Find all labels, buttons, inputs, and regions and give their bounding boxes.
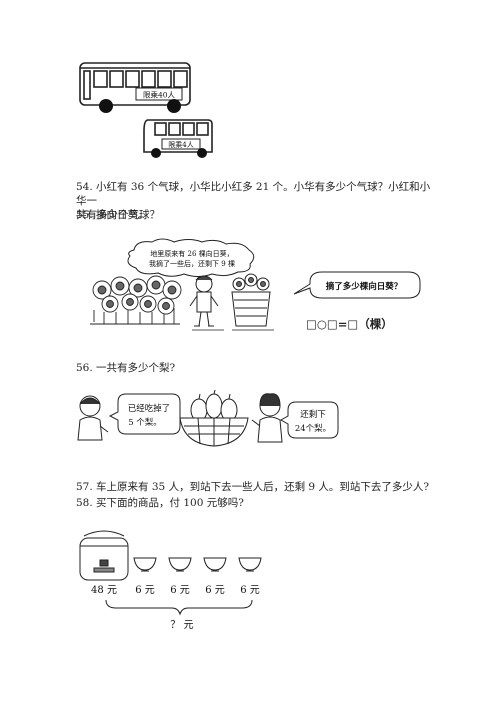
question-bubble-text: 摘了多少棵向日葵？ bbox=[326, 281, 403, 292]
question-54-line1: 54. 小红有 36 个气球，小华比小红多 21 个。小华有多少个气球？小红和小… bbox=[76, 181, 431, 207]
small-bus-sign: 限乘4人 bbox=[168, 140, 193, 149]
pear-illustration: 已经吃掉了 5 个梨。 还剩下 24个梨。 bbox=[77, 390, 339, 447]
total-price: ？ 元 bbox=[170, 620, 193, 631]
sunflower-basket bbox=[231, 273, 271, 327]
pear-basket bbox=[179, 390, 249, 447]
right-bubble-line2: 24个梨。 bbox=[295, 423, 331, 434]
right-speech-bubble bbox=[279, 401, 339, 439]
sunflower-illustration: 地里原来有 26 棵向日葵， 我摘了一些后，还剩下 9 棵 摘了多少棵向日葵？ bbox=[90, 238, 421, 331]
big-bus-wheel-front bbox=[99, 99, 113, 113]
total-brace bbox=[105, 599, 253, 616]
right-child bbox=[251, 393, 283, 443]
right-bubble-line1: 还剩下 bbox=[300, 409, 326, 420]
left-bubble-line2: 5 个梨。 bbox=[128, 417, 162, 428]
left-speech-bubble bbox=[108, 393, 181, 435]
cooker-price: 48 元 bbox=[91, 585, 117, 596]
boy-figure bbox=[189, 275, 219, 327]
big-bus-wheel-rear bbox=[167, 99, 181, 113]
big-bus-sign: 限乘40人 bbox=[143, 90, 176, 100]
question-bubble bbox=[293, 271, 421, 299]
small-bus bbox=[143, 119, 213, 153]
rice-cooker-icon bbox=[79, 530, 129, 581]
left-child bbox=[77, 395, 109, 441]
bus-illustration: 限乘40人 限乘4人 bbox=[79, 62, 213, 158]
shopping-illustration: 48 元 6 元 6 元 6 元 6 元 ？ 元 bbox=[79, 530, 262, 631]
question-56-title: 56. 一共有多少个梨? bbox=[76, 362, 176, 374]
question-58-title: 58. 买下面的商品，付 100 元够吗? bbox=[76, 497, 244, 509]
cloud-line2: 我摘了一些后，还剩下 9 棵 bbox=[149, 259, 235, 268]
small-bus-wheel-front bbox=[151, 148, 161, 158]
bowl-price-1: 6 元 bbox=[135, 585, 155, 596]
small-bus-wheel-rear bbox=[197, 148, 207, 158]
bowl-price-3: 6 元 bbox=[205, 585, 225, 596]
bowl-price-4: 6 元 bbox=[240, 585, 260, 596]
bowl-icon bbox=[133, 557, 262, 572]
thought-cloud bbox=[127, 238, 255, 277]
question-54-line2: 共有多少个气球？ bbox=[76, 209, 160, 221]
big-bus bbox=[79, 62, 191, 106]
question-55-title: 55. 摘向日葵。 bbox=[76, 209, 149, 221]
equation-template: □○□=□（棵） bbox=[306, 317, 393, 331]
left-bubble-line1: 已经吃掉了 bbox=[128, 403, 171, 414]
sunflower-field bbox=[90, 275, 182, 325]
question-54: 54. 小红有 36 个气球，小华比小红多 21 个。小华有多少个气球？小红和小… bbox=[76, 180, 436, 222]
bowl-price-2: 6 元 bbox=[170, 585, 190, 596]
cloud-line1: 地里原来有 26 棵向日葵， bbox=[150, 249, 233, 258]
question-57: 57. 车上原来有 35 人，到站下去一些人后，还剩 9 人。到站下去了多少人? bbox=[76, 481, 430, 493]
